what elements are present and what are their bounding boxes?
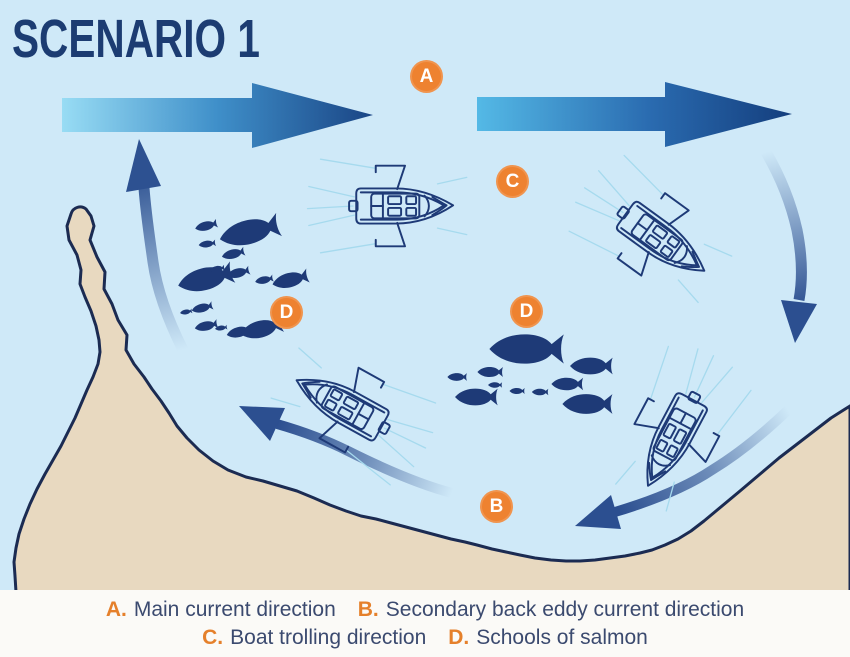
legend-label-d: Schools of salmon (476, 625, 648, 649)
diagram-graphics (12, 82, 850, 590)
coastline-land (12, 205, 850, 590)
legend-key-a: A. (105, 597, 127, 621)
marker-c-trolling-direction: C (496, 165, 529, 198)
main-current-arrow-right (477, 82, 792, 147)
legend-key-d: D. (448, 625, 470, 649)
legend: A.Main current direction B.Secondary back… (0, 590, 850, 657)
marker-d-salmon-center: D (510, 295, 543, 328)
legend-line-2: C.Boat trolling direction D.Schools of sa… (202, 625, 648, 651)
legend-key-b: B. (357, 597, 379, 621)
back-eddy-arrow-up-left (126, 139, 188, 353)
legend-label-c: Boat trolling direction (230, 625, 427, 649)
main-current-arrow-left (62, 83, 373, 148)
legend-label-b: Secondary back eddy current direction (385, 597, 745, 621)
legend-key-c: C. (202, 625, 224, 649)
legend-line-1: A.Main current direction B.Secondary back… (106, 597, 744, 623)
legend-label-a: Main current direction (133, 597, 336, 621)
diagram-canvas: SCENARIO 1 A C D D B (0, 0, 850, 590)
back-eddy-arrow-down-right (761, 149, 817, 343)
back-eddy-arrow-bottom-right (575, 406, 792, 529)
page-title: SCENARIO 1 (12, 9, 260, 70)
marker-b-back-eddy: B (480, 490, 513, 523)
marker-d-salmon-left: D (270, 296, 303, 329)
marker-a-main-current: A (410, 60, 443, 93)
